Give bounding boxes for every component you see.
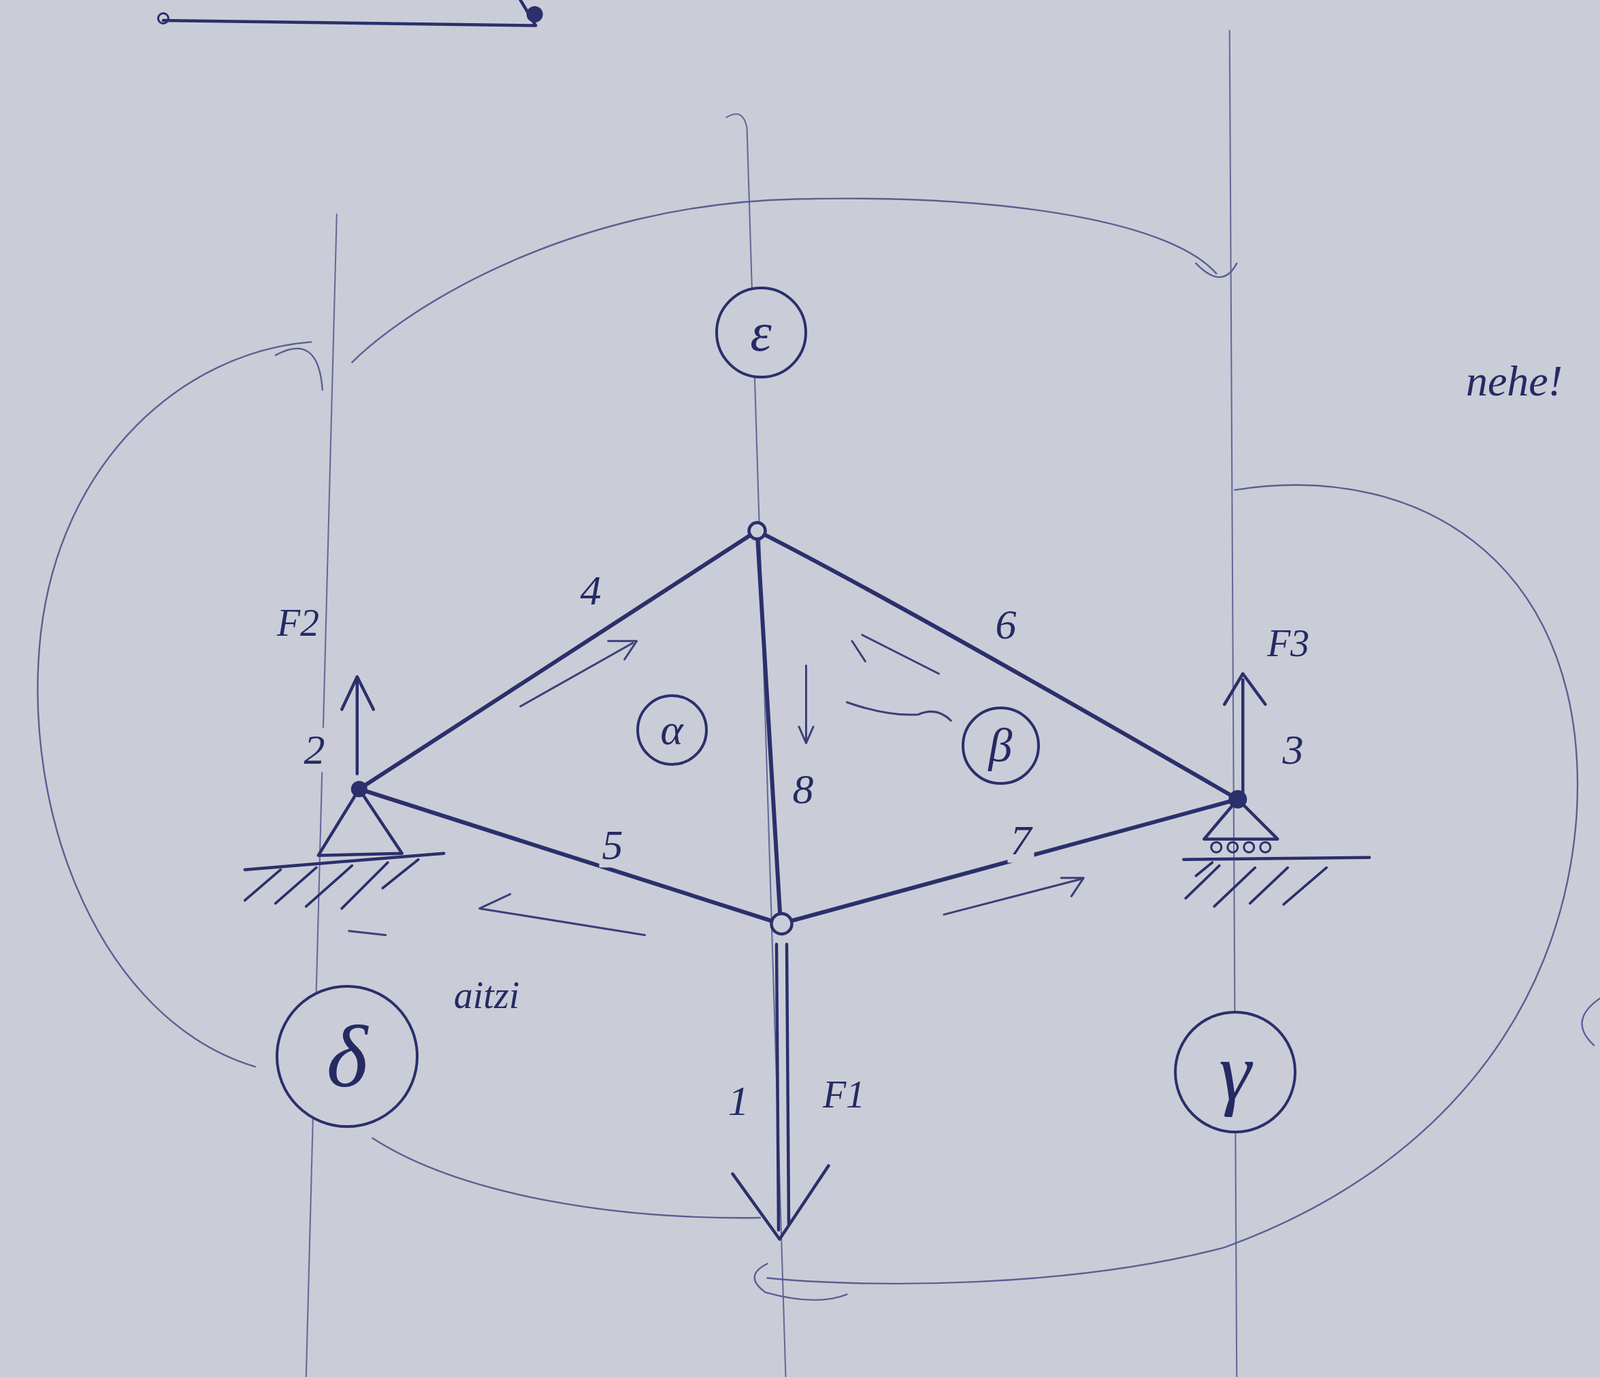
roller-support xyxy=(1203,798,1278,839)
roller xyxy=(1227,841,1238,853)
circled-region-label: β xyxy=(961,706,1040,785)
section-line xyxy=(1229,30,1237,1377)
pin-support xyxy=(318,788,403,855)
sketch-joint xyxy=(526,6,544,23)
truss-member xyxy=(359,530,758,789)
ground-hatch xyxy=(1185,862,1327,906)
callout-label: 5 xyxy=(599,822,627,868)
callout-label: F2 xyxy=(274,602,322,644)
circled-region-label: ε xyxy=(715,286,808,379)
region-symbol: β xyxy=(988,721,1013,770)
curve-hook xyxy=(275,348,323,390)
truss-member xyxy=(757,530,1238,799)
callout-label: aitzi xyxy=(451,975,522,1016)
callout-label: 6 xyxy=(992,602,1020,647)
sketch-fragment xyxy=(163,0,536,26)
region-symbol: ε xyxy=(749,304,772,360)
sketch-joint xyxy=(157,12,169,24)
region-symbol: α xyxy=(660,707,684,752)
callout-label: 3 xyxy=(1280,727,1307,772)
force-arrow xyxy=(1224,673,1266,799)
member-arrow xyxy=(798,665,814,744)
circulation-curve xyxy=(37,341,312,1067)
callout-label: 1 xyxy=(725,1078,753,1123)
circled-region-label: δ xyxy=(275,984,419,1128)
member-arrow xyxy=(479,894,646,936)
callout-label: F1 xyxy=(820,1074,868,1115)
region-symbol: δ xyxy=(326,1011,368,1101)
circulation-curve xyxy=(767,485,1578,1284)
roller xyxy=(1260,841,1271,853)
member-arrow xyxy=(520,641,638,707)
force-arrow xyxy=(341,676,373,774)
roller xyxy=(1244,841,1255,853)
member-arrow xyxy=(846,702,951,721)
callout-label: 4 xyxy=(577,568,605,613)
callout-label: F3 xyxy=(1264,623,1313,664)
member-arrow xyxy=(943,877,1084,915)
curve-hook xyxy=(1195,263,1237,277)
curve-hook xyxy=(754,1263,848,1300)
region-symbol: γ xyxy=(1218,1031,1251,1113)
pencil-mark xyxy=(349,931,386,936)
joint xyxy=(749,522,766,540)
circled-region-label: α xyxy=(636,694,708,766)
roller xyxy=(1211,841,1222,853)
circulation-curve xyxy=(372,1137,761,1218)
member-arrow xyxy=(852,634,939,674)
ground-line xyxy=(1183,857,1370,860)
callout-label: 2 xyxy=(301,727,329,772)
callout-label: 7 xyxy=(1007,818,1035,863)
section-line xyxy=(306,214,337,1377)
callout-label: nehe! xyxy=(1463,357,1566,404)
callout-label: 8 xyxy=(790,766,817,812)
truss-member xyxy=(757,530,781,924)
joint xyxy=(771,913,793,934)
curve-fragment xyxy=(1582,998,1600,1046)
truss-member xyxy=(780,798,1238,924)
circled-region-label: γ xyxy=(1173,1010,1297,1134)
ground-hatch xyxy=(245,859,419,909)
